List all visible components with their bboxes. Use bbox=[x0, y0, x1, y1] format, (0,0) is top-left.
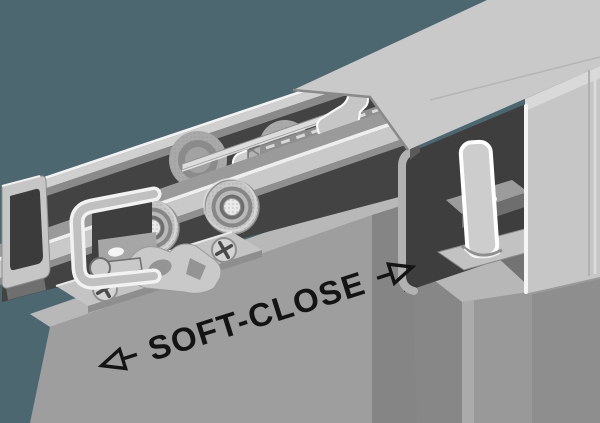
housing-cut-edge bbox=[292, 88, 410, 151]
bolt-hole-highlight bbox=[108, 247, 124, 257]
housing-bottom-edge bbox=[524, 277, 600, 296]
door-left-front-face bbox=[30, 215, 372, 423]
soft-close-label: SOFT-CLOSE bbox=[88, 247, 425, 387]
door-right-front-face bbox=[462, 290, 532, 423]
plate-wire-detail bbox=[461, 244, 503, 257]
door-right-side-face bbox=[412, 263, 462, 423]
end-cap-interior bbox=[10, 188, 43, 271]
adjustment-pin bbox=[89, 257, 143, 279]
phillips-screw-right bbox=[211, 237, 237, 263]
right-arrow-icon bbox=[376, 262, 417, 287]
hanger-strap-right bbox=[458, 139, 500, 259]
rear-wall-panel bbox=[532, 270, 600, 423]
track-housing bbox=[292, 0, 600, 296]
housing-front-bevel bbox=[525, 66, 600, 111]
hanger-bracket-left bbox=[72, 190, 158, 287]
door-right-corner-highlight bbox=[462, 300, 474, 423]
left-arrow-icon bbox=[97, 346, 138, 371]
housing-front-face bbox=[525, 66, 600, 295]
housing-top-seam bbox=[429, 56, 600, 101]
end-cap-foot bbox=[6, 278, 46, 300]
front-roller-right bbox=[203, 178, 260, 235]
roller-carriage bbox=[55, 186, 262, 313]
carriage-foot-accent2 bbox=[186, 258, 206, 280]
housing-top-face bbox=[293, 0, 600, 150]
rail-end-cap bbox=[1, 175, 51, 300]
housing-cut-rim-left bbox=[398, 146, 419, 295]
